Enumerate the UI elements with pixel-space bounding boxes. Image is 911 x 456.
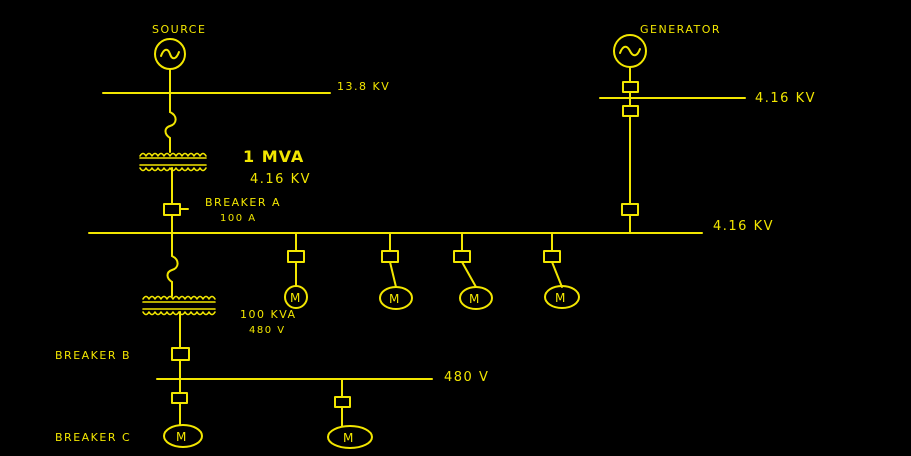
motor-c-icon [163,424,203,448]
breaker-b-label: BREAKER B [55,349,131,362]
breaker-a-rating: 100 A [220,213,257,224]
motor-feeder-480-2: M [327,378,373,449]
motor-3-symbol: M [469,292,481,306]
motor-1-symbol: M [290,291,302,305]
motor-480-2-breaker-icon[interactable] [334,396,351,408]
breaker-a-label: BREAKER A [205,196,281,209]
breaker-b-icon[interactable] [171,347,190,361]
generator-label: GENERATOR [640,23,721,36]
motor-feeder-c: M [163,378,203,448]
motor-feeder-1: M [284,232,308,309]
motor-feeder-4: M [543,232,580,309]
generator-breaker-1-icon[interactable] [622,81,639,93]
motor-3-icon [459,286,493,310]
transformer-2-icon [142,295,216,316]
motor-feeder-3: M [453,232,493,310]
transformer-1-icon [139,152,207,172]
bus-generator-label: 4.16 KV [755,91,816,106]
motor-4-icon [544,285,580,309]
motor-feeder-2: M [379,232,413,310]
fuse-1-icon [164,111,177,139]
motor-2-symbol: M [389,292,401,306]
motor-3-breaker-icon[interactable] [453,250,471,263]
fuse-2-icon [166,255,179,283]
motor-480-2-icon [327,425,373,449]
breaker-c-label: BREAKER C [55,431,131,444]
t1-rating: 1 MVA [243,147,304,166]
bus-480v-label: 480 V [444,370,489,385]
motor-c-symbol: M [176,430,188,444]
motor-1-icon [284,285,308,309]
motor-1-breaker-icon[interactable] [287,250,305,263]
motor-4-breaker-icon[interactable] [543,250,561,263]
generator-wave [619,45,641,57]
bus-13-8kv-label: 13.8 KV [337,80,390,93]
motor-2-icon [379,286,413,310]
source-label: SOURCE [152,23,206,36]
ac-wave [160,48,180,60]
generator-group: GENERATOR [613,23,721,234]
motor-4-symbol: M [555,291,567,305]
generator-breaker-2-icon[interactable] [622,105,639,117]
t2-voltage: 480 V [249,325,286,336]
t1-voltage: 4.16 KV [250,172,311,187]
t2-rating: 100 KVA [240,308,297,321]
bus-main-label: 4.16 KV [713,219,774,234]
generator-breaker-3-icon[interactable] [621,203,639,216]
breaker-a-icon[interactable] [163,203,181,216]
breaker-c-breaker-icon[interactable] [171,392,188,404]
motor-480-2-symbol: M [343,431,355,445]
motor-2-breaker-icon[interactable] [381,250,399,263]
source-group: SOURCE [152,23,206,94]
